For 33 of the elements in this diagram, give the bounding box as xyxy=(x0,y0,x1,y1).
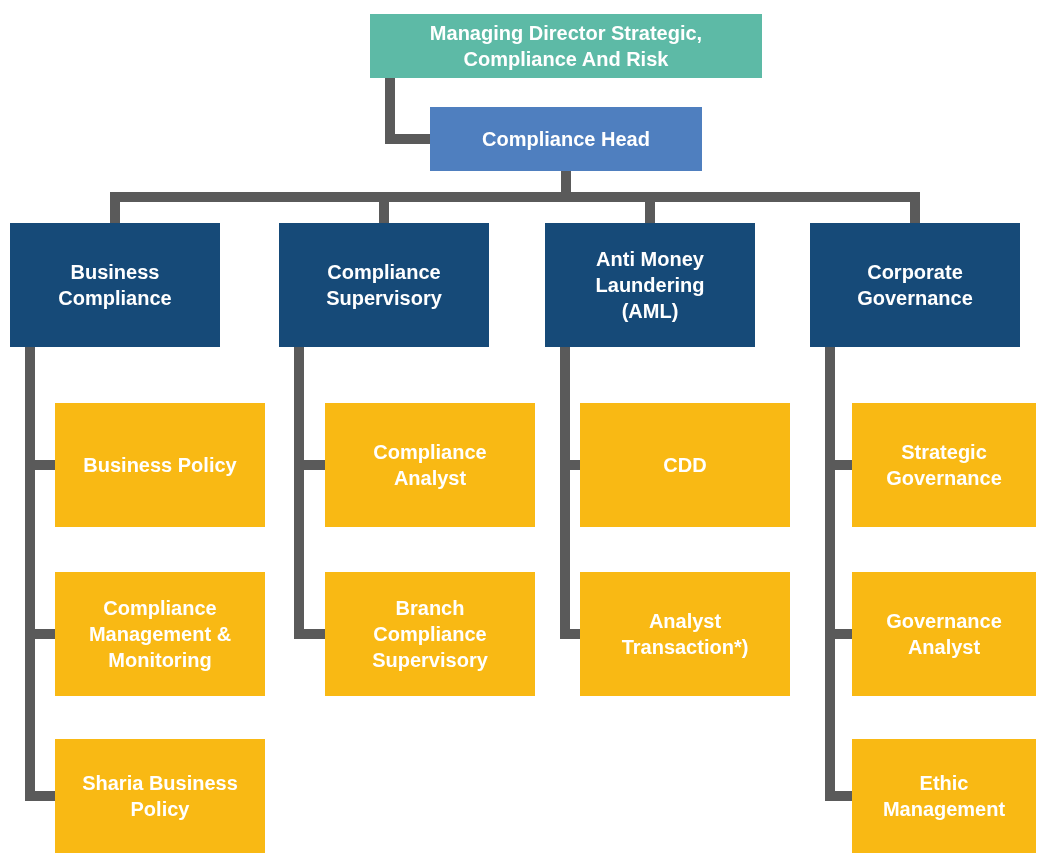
unit-box xyxy=(325,572,535,696)
node-label: CDD xyxy=(663,453,707,478)
node-label: Managing Director Strategic, Compliance And Risk xyxy=(428,21,704,72)
department-box xyxy=(279,223,489,347)
department-box xyxy=(10,223,220,347)
node-label: Business Compliance xyxy=(57,260,173,311)
title-box xyxy=(370,14,762,78)
node-label: Branch Compliance Supervisory xyxy=(371,596,489,673)
unit-box xyxy=(852,572,1036,696)
node-label: Sharia Business Policy xyxy=(81,771,239,822)
node-label: Strategic Governance xyxy=(885,440,1003,491)
node-label: Corporate Governance xyxy=(856,260,974,311)
node-label: Ethic Management xyxy=(881,771,1007,822)
node-label: Anti Money Laundering (AML) xyxy=(594,247,706,324)
unit-box xyxy=(55,739,265,853)
unit-box xyxy=(580,403,790,527)
department-box xyxy=(545,223,755,347)
node-label: Compliance Analyst xyxy=(372,440,488,491)
role-box xyxy=(430,107,702,171)
unit-box xyxy=(55,572,265,696)
node-label: Business Policy xyxy=(83,453,237,478)
node-label: Governance Analyst xyxy=(885,609,1003,660)
department-box xyxy=(810,223,1020,347)
unit-box xyxy=(852,739,1036,853)
node-label: Compliance Head xyxy=(482,127,650,152)
unit-box xyxy=(852,403,1036,527)
unit-box xyxy=(325,403,535,527)
unit-box xyxy=(580,572,790,696)
node-label: Analyst Transaction*) xyxy=(620,609,750,660)
node-label: Compliance Management & Monitoring xyxy=(87,596,233,673)
connector-line xyxy=(385,78,430,144)
unit-box xyxy=(55,403,265,527)
node-label: Compliance Supervisory xyxy=(325,260,443,311)
